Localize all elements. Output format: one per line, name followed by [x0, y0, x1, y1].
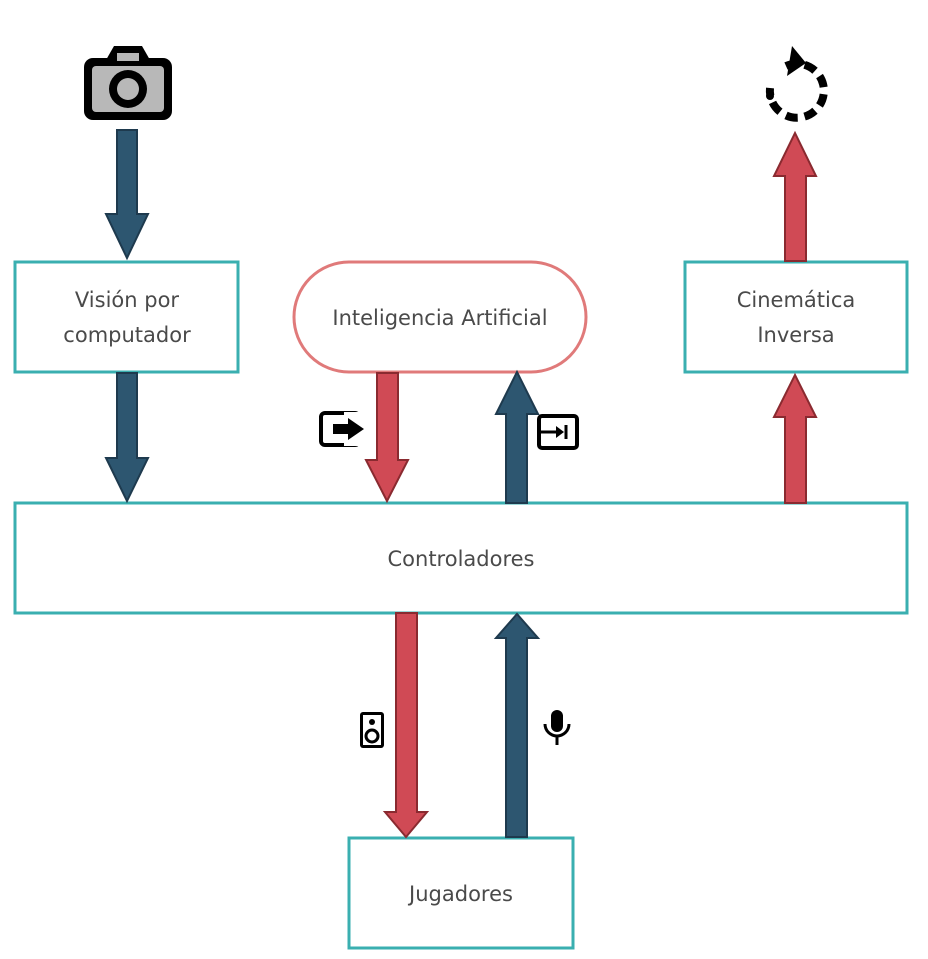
controllers-to-ai-arrow — [494, 369, 540, 504]
vision-to-controllers-arrow — [104, 372, 150, 504]
vision-label-line2: computador — [63, 323, 191, 347]
output-icon — [319, 411, 364, 447]
ai-node: Inteligencia Artificial — [292, 260, 588, 374]
camera-icon — [84, 46, 172, 120]
vision-label-line1: Visión por — [75, 288, 180, 312]
players-to-controllers-arrow — [493, 612, 541, 838]
rotate-icon — [765, 46, 828, 122]
kinematics-label-line2: Inversa — [757, 323, 834, 347]
microphone-icon — [543, 710, 571, 745]
input-icon — [537, 414, 579, 450]
kinematics-node: Cinemática Inversa — [683, 260, 909, 374]
controllers-label: Controladores — [388, 547, 535, 571]
controllers-node: Controladores — [13, 501, 909, 615]
controllers-to-kinematics-arrow — [772, 372, 818, 504]
kinematics-label-line1: Cinemática — [737, 288, 856, 312]
speaker-icon — [360, 712, 384, 748]
camera-to-vision-arrow — [104, 129, 150, 261]
ai-to-controllers-arrow — [364, 372, 410, 504]
controllers-to-players-arrow — [382, 612, 430, 839]
vision-node: Visión por computador — [13, 260, 240, 374]
ai-label: Inteligencia Artificial — [332, 306, 547, 330]
players-label: Jugadores — [407, 882, 513, 906]
players-node: Jugadores — [347, 836, 575, 950]
kinematics-to-rotate-arrow — [772, 130, 818, 262]
